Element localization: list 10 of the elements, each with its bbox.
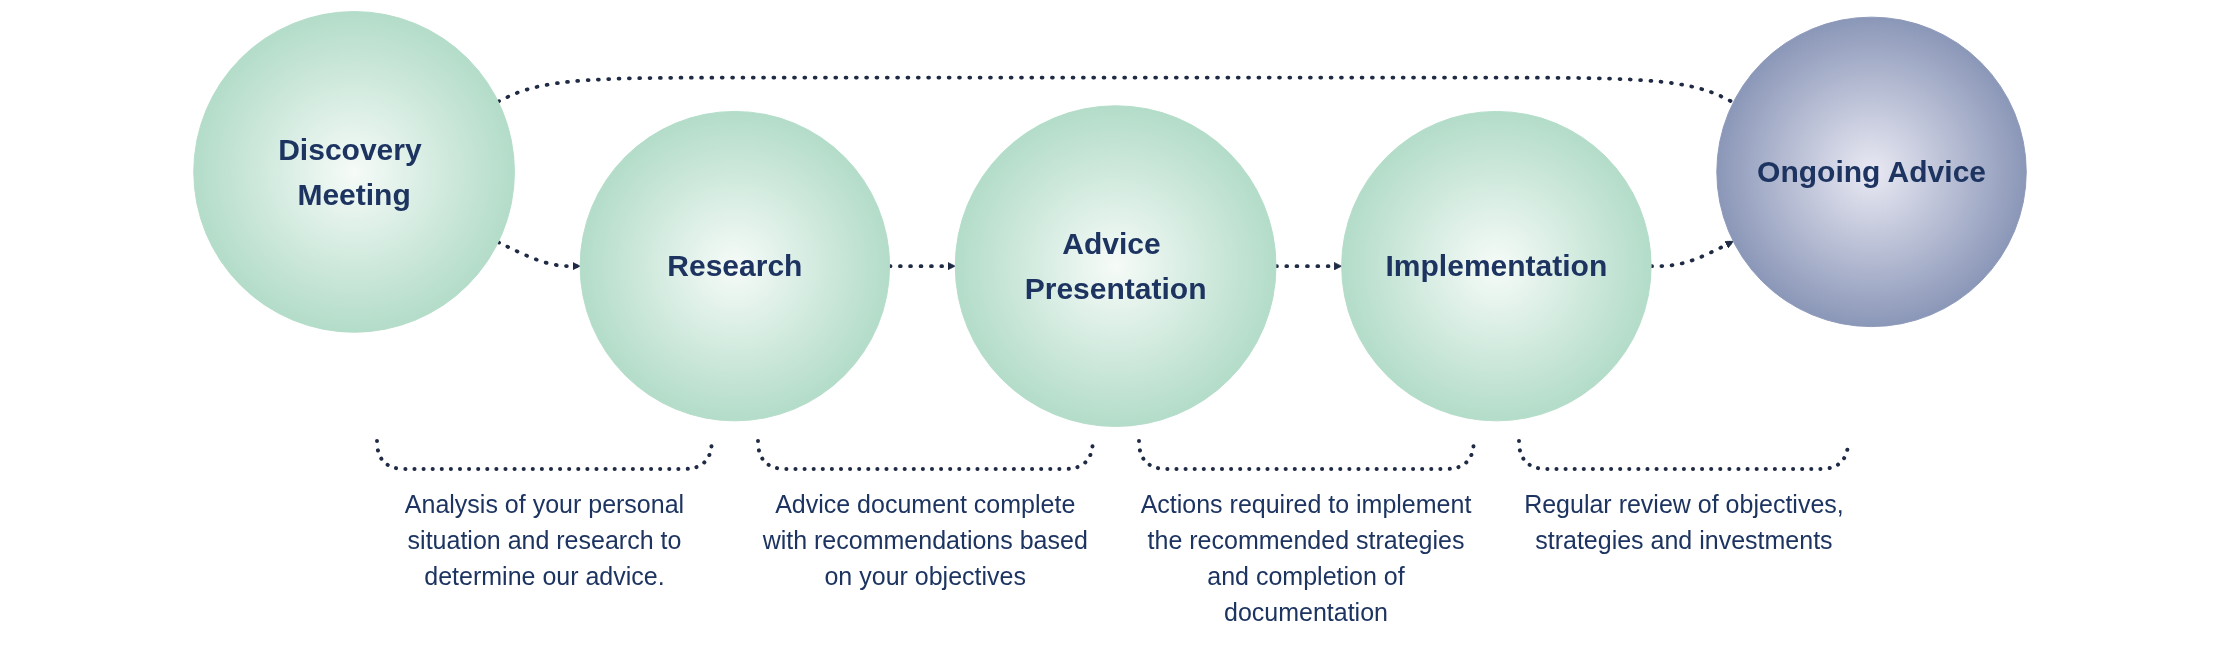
step-description: Regular review of objectives, strategies and investments [1523, 489, 1845, 557]
node-circle: Discovery Meeting [193, 11, 515, 333]
step-description: Analysis of your personal situation and research to determine our advice. [403, 489, 686, 593]
arrow [496, 240, 581, 271]
node-circle: Implementation [1341, 110, 1652, 422]
node-circle: Research [579, 110, 891, 422]
node-circle: Ongoing Advice [1716, 16, 2027, 328]
node-circle: Advice Presentation [954, 105, 1277, 427]
step-description: Actions required to implement the recommended strategies and completion of documentation [1139, 489, 1473, 629]
step-description: Advice document complete with recommendations based on your objectives [761, 489, 1089, 593]
